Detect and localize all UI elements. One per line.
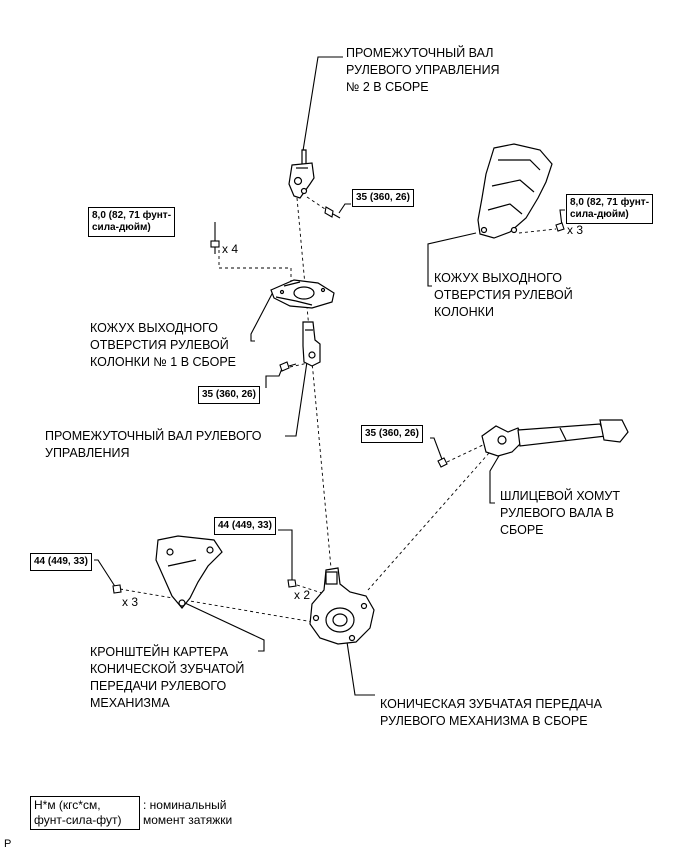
leader-cover-right <box>427 232 477 287</box>
label-spline-yoke: ШЛИЦЕВОЙ ХОМУТ РУЛЕВОГО ВАЛА В СБОРЕ <box>500 489 620 537</box>
leader-spline-yoke <box>489 448 504 504</box>
label-column-hole-cover-no1: КОЖУХ ВЫХОДНОГО ОТВЕРСТИЯ РУЛЕВОЙ КОЛОНК… <box>90 321 237 369</box>
label-column-hole-cover: КОЖУХ ВЫХОДНОГО ОТВЕРСТИЯ РУЛЕВОЙ КОЛОНК… <box>434 271 573 319</box>
torque-box-mid: 35 (360, 26) <box>198 386 260 404</box>
label-bracket: КРОНШТЕЙН КАРТЕРА КОНИЧЕСКОЙ ЗУБЧАТОЙ ПЕ… <box>90 645 245 710</box>
bolt-gear <box>287 579 297 588</box>
bolt-right-cover <box>555 222 565 232</box>
column-hole-cover-part <box>477 143 553 239</box>
leader-torque-mid <box>265 365 284 388</box>
axis-bolt-yoke <box>446 443 486 463</box>
spline-yoke-part <box>481 419 629 457</box>
torque-box-yoke: 35 (360, 26) <box>361 425 423 443</box>
bolt-top <box>324 206 341 219</box>
label-intermediate-shaft: ПРОМЕЖУТОЧНЫЙ ВАЛ РУЛЕВОГО УПРАВЛЕНИЯ <box>45 429 262 460</box>
leader-bracket <box>184 602 265 652</box>
leader-torque-gear <box>278 529 293 582</box>
bolt-yoke <box>437 457 448 468</box>
bracket-part <box>155 535 223 609</box>
footer-mark: P <box>4 838 12 850</box>
column-hole-cover-no1-part <box>270 279 335 309</box>
qty-gear: x 2 <box>294 588 311 602</box>
bolt-bracket <box>112 584 122 594</box>
legend-unit-box: Н*м (кгс*см, фунт-сила-фут) <box>30 796 140 830</box>
axis-yoke-to-gear <box>367 452 490 591</box>
label-intermediate-shaft-no2: ПРОМЕЖУТОЧНЫЙ ВАЛ РУЛЕВОГО УПРАВЛЕНИЯ № … <box>346 46 500 94</box>
leader-torque-right-cover <box>559 209 565 227</box>
axis-bolt-gear <box>296 584 326 595</box>
leader-cover-no1 <box>250 291 274 342</box>
bolt-mid <box>279 361 297 372</box>
intermediate-shaft-no2-part <box>288 149 315 199</box>
torque-box-right-cover: 8,0 (82, 71 фунт- сила-дюйм) <box>566 194 654 224</box>
axis-shaft-to-gear <box>296 197 332 569</box>
leader-int-shaft <box>285 354 309 437</box>
intermediate-shaft-part <box>302 321 321 367</box>
qty-right-cover: x 3 <box>567 223 584 237</box>
leader-int-shaft-2 <box>301 56 343 158</box>
leader-torque-bracket <box>94 559 117 589</box>
axis-bolt-right-cover <box>518 228 557 234</box>
torque-box-left-cover: 8,0 (82, 71 фунт- сила-дюйм) <box>88 207 176 237</box>
torque-box-gear: 44 (449, 33) <box>214 517 276 535</box>
leader-torque-yoke <box>430 437 444 463</box>
bolt-left-cover <box>210 240 220 254</box>
qty-left-cover: x 4 <box>222 242 239 256</box>
qty-bracket: x 3 <box>122 595 139 609</box>
torque-box-bracket: 44 (449, 33) <box>30 553 92 571</box>
label-bevel-gear: КОНИЧЕСКАЯ ЗУБЧАТАЯ ПЕРЕДАЧА РУЛЕВОГО МЕ… <box>380 697 602 728</box>
axis-bracket-to-gear <box>119 588 314 623</box>
torque-box-top: 35 (360, 26) <box>352 189 414 207</box>
bevel-gear-part <box>309 567 375 645</box>
legend-meaning: : номинальный момент затяжки <box>143 798 233 827</box>
leader-torque-top <box>338 203 351 214</box>
leader-bevel-gear <box>346 641 375 696</box>
axis-bolt-left-cover <box>218 250 292 286</box>
